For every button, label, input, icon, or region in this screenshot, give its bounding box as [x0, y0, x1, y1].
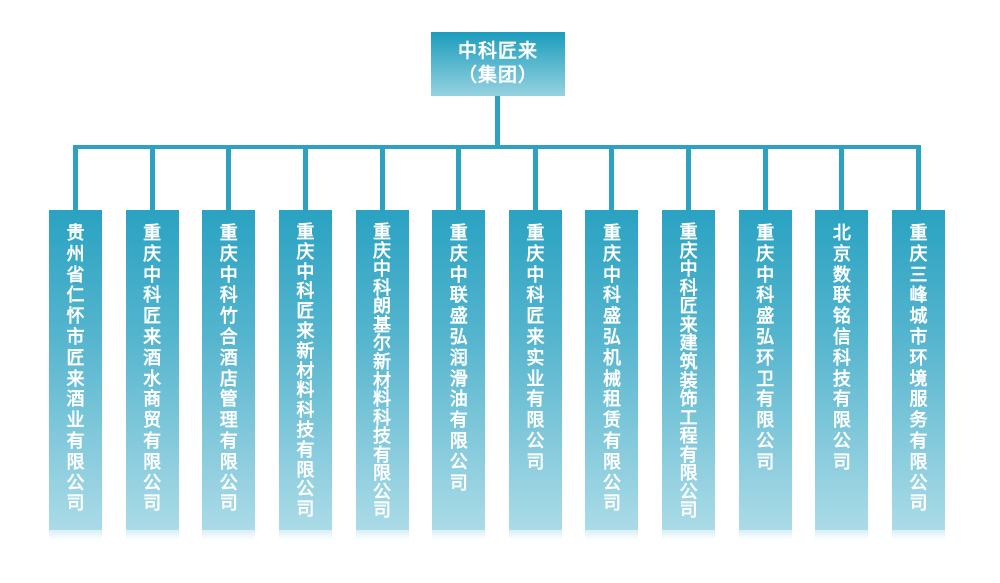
company-node: 北京数联铭信科技有限公司: [815, 210, 869, 540]
branch-connector-line: [916, 145, 922, 210]
company-name: 重庆中科盛弘环卫有限公司: [756, 223, 775, 472]
branch-connector-line: [226, 145, 232, 210]
branch-connector-line: [609, 145, 615, 210]
company-name: 重庆中科盛弘机械租赁有限公司: [602, 223, 621, 514]
horizontal-connector-line: [74, 145, 921, 149]
company-node: 重庆中科竹合酒店管理有限公司: [202, 210, 256, 540]
company-name: 北京数联铭信科技有限公司: [832, 223, 851, 472]
branch-connector-line: [686, 145, 692, 210]
company-node: 贵州省仁怀市匠来酒业有限公司: [49, 210, 102, 540]
root-node-subtitle: （集团）: [457, 65, 538, 86]
company-node: 重庆中科匠来建筑装饰工程有限公司: [662, 210, 716, 540]
company-node: 重庆中科匠来新材料科技有限公司: [278, 210, 332, 540]
company-node: 重庆中联盛弘润滑油有限公司: [432, 210, 486, 540]
company-name: 重庆中联盛弘润滑油有限公司: [449, 223, 468, 493]
company-node: 重庆中科匠来实业有限公司: [508, 210, 562, 540]
company-name: 重庆中科匠来建筑装饰工程有限公司: [679, 222, 698, 521]
branch-connector-line: [839, 145, 845, 210]
company-node: 重庆中科朗基尔新材料科技有限公司: [355, 210, 409, 540]
company-name: 贵州省仁怀市匠来酒业有限公司: [66, 223, 85, 514]
company-name: 重庆三峰城市环境服务有限公司: [909, 223, 928, 514]
company-node: 重庆中科盛弘环卫有限公司: [738, 210, 792, 540]
branch-connector-line: [456, 145, 462, 210]
company-node: 重庆三峰城市环境服务有限公司: [892, 210, 946, 540]
branch-connector-line: [149, 145, 155, 210]
branch-connector-line: [532, 145, 538, 210]
branch-connector-line: [302, 145, 308, 210]
root-connector-line: [495, 96, 500, 149]
company-name: 重庆中科匠来新材料科技有限公司: [296, 222, 315, 520]
company-node: 重庆中科盛弘机械租赁有限公司: [585, 210, 639, 540]
branch-connector-line: [73, 145, 78, 210]
root-node: 中科匠来 （集团）: [431, 32, 565, 96]
company-name: 重庆中科匠来酒水商贸有限公司: [143, 223, 162, 514]
company-name: 重庆中科匠来实业有限公司: [526, 223, 545, 472]
root-node-title: 中科匠来: [457, 41, 538, 62]
branch-connector-line: [379, 145, 385, 210]
company-name: 重庆中科竹合酒店管理有限公司: [219, 223, 238, 514]
company-name: 重庆中科朗基尔新材料科技有限公司: [373, 222, 392, 521]
branch-connector-line: [762, 145, 768, 210]
company-node: 重庆中科匠来酒水商贸有限公司: [125, 210, 179, 540]
